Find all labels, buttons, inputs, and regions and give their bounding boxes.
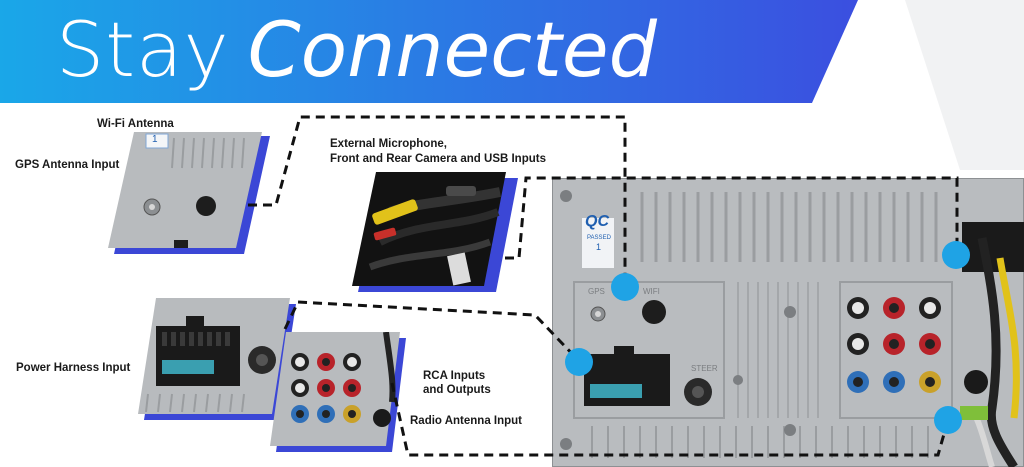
label-gps-antenna: GPS Antenna Input (15, 159, 120, 171)
qc-number: 1 (596, 242, 602, 252)
power-harness-callout (138, 298, 298, 422)
rca-callout (268, 332, 408, 454)
banner-background (0, 0, 858, 103)
hotspot-power-harness (565, 348, 593, 376)
wifi-tag-number: 1 (152, 134, 158, 145)
hotspot-rca (934, 406, 962, 434)
hotspot-gps-wifi (611, 273, 639, 301)
label-power-harness: Power Harness Input (16, 362, 131, 374)
label-external-line1: External Microphone, (330, 138, 447, 150)
port-gps-marking: GPS (588, 287, 605, 296)
title-connected: Connected (247, 5, 657, 94)
port-steer-marking: STEER (691, 364, 718, 373)
label-rca-line2: and Outputs (423, 384, 491, 396)
label-radio-antenna: Radio Antenna Input (410, 415, 523, 427)
label-external-line2: Front and Rear Camera and USB Inputs (330, 153, 546, 165)
qc-mark: QC (585, 213, 609, 230)
title-stay: Stay (56, 5, 230, 94)
hotspot-cables (942, 241, 970, 269)
label-rca-line1: RCA Inputs (423, 370, 486, 382)
gps-wifi-callout (104, 132, 274, 258)
label-wifi-antenna: Wi-Fi Antenna (97, 118, 174, 130)
cables-callout (350, 172, 520, 296)
port-wifi-marking: WIFI (643, 287, 660, 296)
qc-passed: PASSED (587, 235, 611, 241)
